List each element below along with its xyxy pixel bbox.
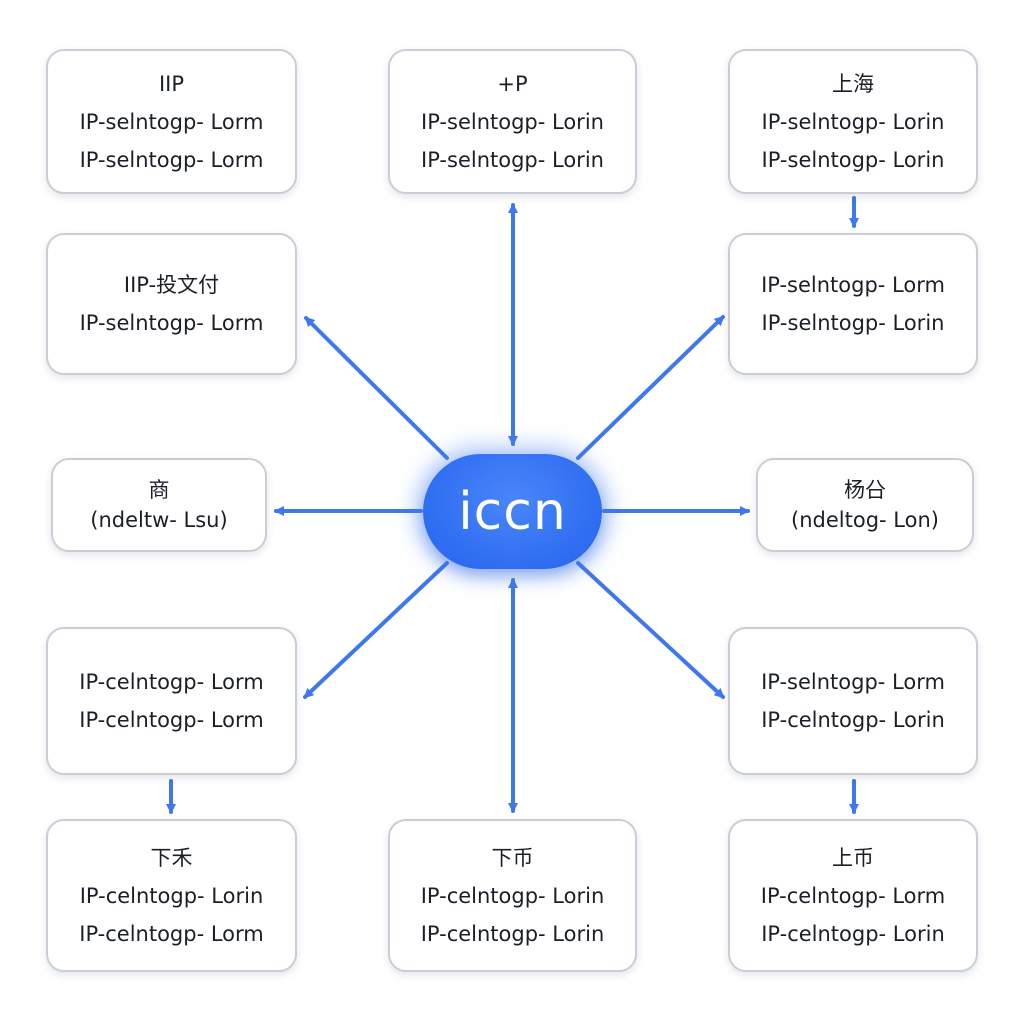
- node-text: (ndeltog- Lon): [791, 508, 939, 532]
- node-text: IP-selntogp- Lorin: [421, 147, 604, 172]
- node-text: IP-selntogp- Lorm: [79, 109, 264, 134]
- node-text: IP-celntogp- Lorm: [79, 708, 264, 732]
- node-text: IP-selntogp- Lorm: [761, 670, 945, 694]
- node-bottom-center[interactable]: 下币 IP-celntogp- Lorin IP-celntogp- Lorin: [388, 819, 637, 972]
- node-lower-left[interactable]: IP-celntogp- Lorm IP-celntogp- Lorm: [46, 627, 297, 775]
- node-text: IP-selntogp- Lorm: [79, 147, 264, 172]
- node-upper-left[interactable]: IIP-投文付 IP-selntogp- Lorm: [46, 233, 297, 375]
- node-text: IP-celntogp- Lorm: [79, 921, 264, 946]
- node-bottom-left[interactable]: 下禾 IP-celntogp- Lorin IP-celntogp- Lorm: [46, 819, 297, 972]
- node-text: IP-selntogp- Lorm: [79, 311, 264, 335]
- node-mid-right[interactable]: 杨㕣 (ndeltog- Lon): [756, 458, 974, 552]
- node-text: IP-selntogp- Lorin: [421, 109, 604, 134]
- node-title: 上币: [832, 845, 874, 870]
- node-title: 下禾: [150, 845, 193, 870]
- node-text: IP-celntogp- Lorin: [79, 883, 264, 908]
- node-title: IIP-投文付: [123, 273, 220, 297]
- node-text: IP-selntogp- Lorin: [761, 109, 945, 134]
- node-text: IP-celntogp- Lorin: [420, 921, 605, 946]
- node-text: IP-celntogp- Lorm: [760, 883, 946, 908]
- node-mid-left[interactable]: 商 (ndeltw- Lsu): [51, 458, 267, 552]
- node-top-center[interactable]: +P IP-selntogp- Lorin IP-selntogp- Lorin: [388, 49, 637, 194]
- node-title: IIP: [158, 71, 185, 96]
- node-text: IP-celntogp- Lorin: [420, 883, 605, 908]
- node-text: (ndeltw- Lsu): [90, 508, 228, 532]
- node-text: IP-celntogp- Lorm: [79, 670, 264, 694]
- node-upper-right[interactable]: IP-selntogp- Lorm IP-selntogp- Lorin: [728, 233, 978, 375]
- arrow-hub-to-lower-right: [576, 561, 725, 699]
- node-title: 杨㕣: [844, 478, 886, 502]
- arrow-hub-to-upper-left: [304, 316, 449, 460]
- hub-label: iccn: [458, 481, 567, 542]
- node-text: IP-celntogp- Lorin: [761, 708, 945, 732]
- node-text: IP-selntogp- Lorm: [761, 273, 945, 297]
- node-text: IP-celntogp- Lorin: [761, 921, 945, 946]
- node-text: IP-selntogp- Lorin: [761, 147, 945, 172]
- node-title: 商: [148, 478, 170, 502]
- node-title: +P: [497, 71, 528, 96]
- node-bottom-right[interactable]: 上币 IP-celntogp- Lorm IP-celntogp- Lorin: [728, 819, 978, 972]
- arrow-hub-to-lower-left: [303, 561, 449, 699]
- node-text: IP-selntogp- Lorin: [761, 311, 945, 335]
- node-title: 上海: [832, 71, 874, 96]
- node-top-left[interactable]: IIP IP-selntogp- Lorm IP-selntogp- Lorm: [46, 49, 297, 194]
- arrow-hub-to-upper-right: [576, 315, 725, 460]
- node-title: 下币: [491, 845, 534, 870]
- node-top-right[interactable]: 上海 IP-selntogp- Lorin IP-selntogp- Lorin: [728, 49, 978, 194]
- hub-node[interactable]: iccn: [423, 454, 602, 569]
- node-lower-right[interactable]: IP-selntogp- Lorm IP-celntogp- Lorin: [728, 627, 978, 775]
